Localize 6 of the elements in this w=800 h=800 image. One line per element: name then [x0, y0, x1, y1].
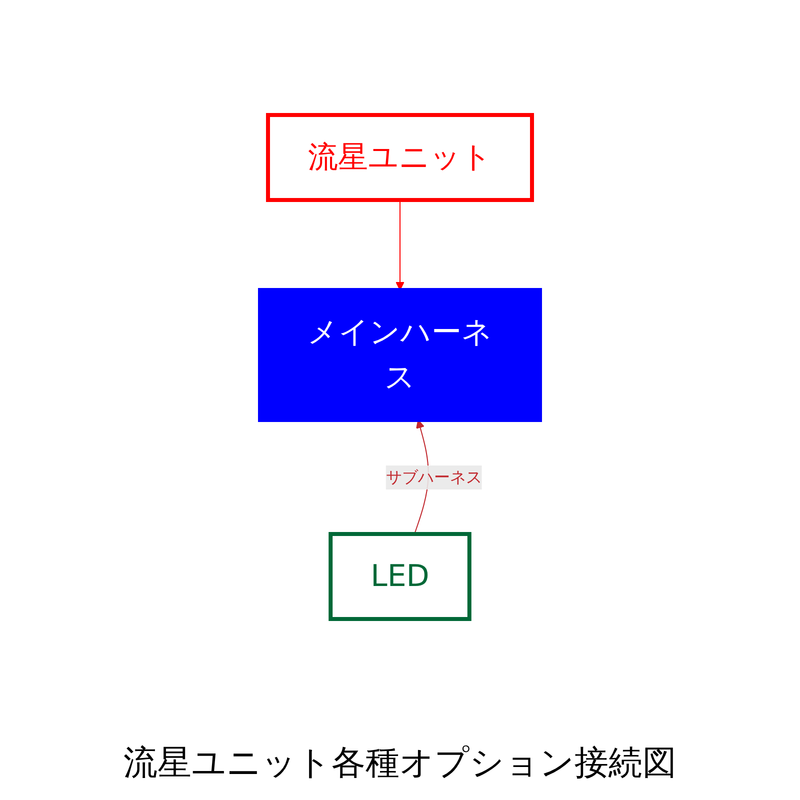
caption: 流星ユニット各種オプション接続図: [124, 742, 676, 785]
node-box: 流星ユニット: [266, 113, 534, 202]
node-box: LED: [328, 532, 472, 621]
node-box: メインハーネス: [258, 288, 542, 422]
arrow: [396, 200, 404, 290]
edge-label: サブハーネス: [386, 468, 482, 487]
